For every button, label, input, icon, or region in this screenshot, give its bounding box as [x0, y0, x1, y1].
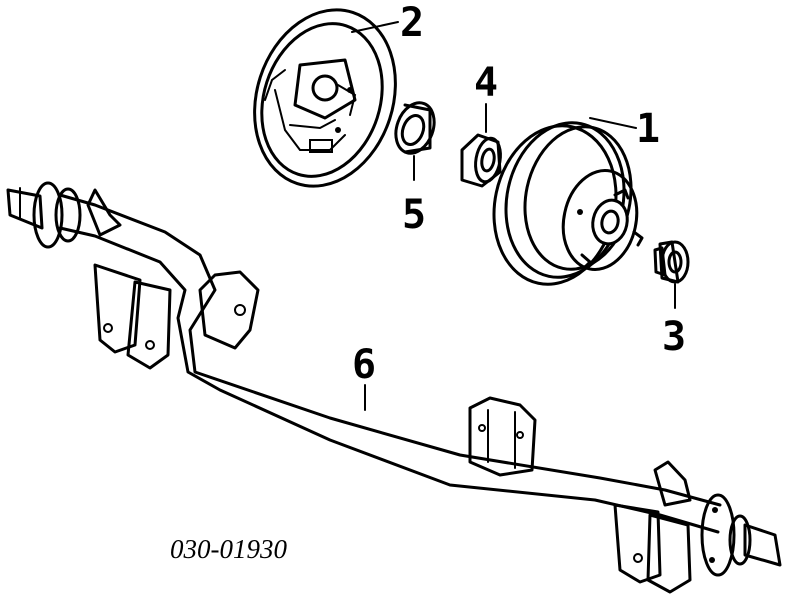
callout-2: 2: [400, 0, 424, 46]
callout-3: 3: [662, 314, 686, 360]
callout-1: 1: [636, 106, 660, 152]
axle-beam: [6, 181, 782, 594]
seal: [394, 101, 436, 155]
diagram-code: 030-01930: [170, 534, 287, 564]
callout-5: 5: [402, 192, 426, 238]
inner-bearing: [460, 133, 502, 188]
outer-bearing: [653, 240, 690, 284]
callout-4: 4: [474, 60, 498, 106]
leader-lines: [351, 21, 676, 411]
callout-6: 6: [352, 342, 376, 388]
brake-backing-plate: [253, 8, 397, 188]
callouts: 2 4 1 5 3 6: [352, 0, 686, 388]
brake-drum: [492, 121, 644, 286]
